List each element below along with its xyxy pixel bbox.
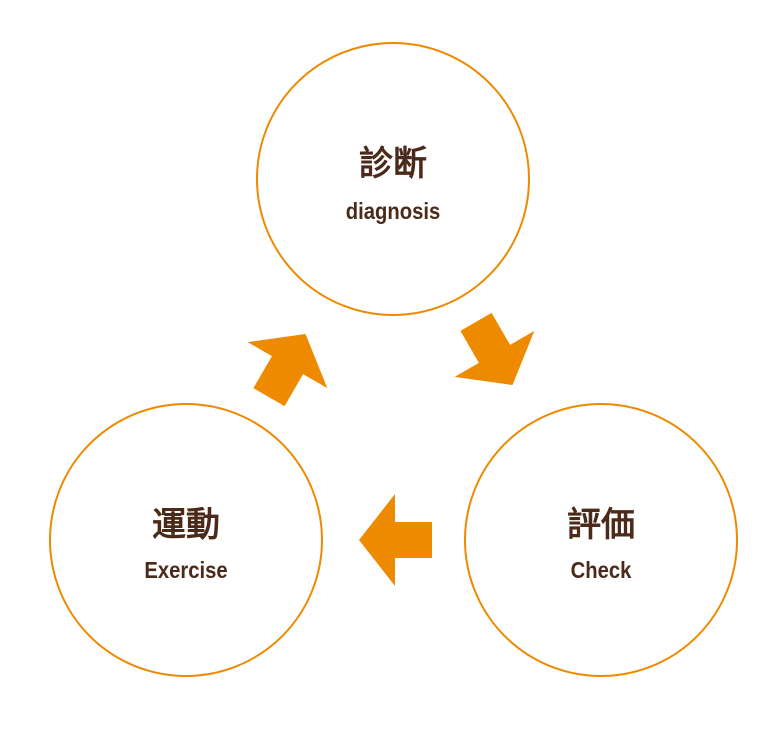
- node-subtitle: Check: [570, 557, 632, 583]
- node-subtitle: diagnosis: [345, 198, 441, 224]
- node-exercise: 運動 Exercise: [49, 403, 323, 677]
- arrow-check-to-exercise: [359, 494, 432, 586]
- node-title: 運動: [152, 505, 220, 545]
- arrow-diagnosis-to-check: [454, 312, 535, 386]
- node-check: 評価 Check: [464, 403, 738, 677]
- node-subtitle: Exercise: [144, 557, 228, 583]
- node-title: 評価: [567, 505, 635, 545]
- arrow-exercise-to-diagnosis: [247, 333, 328, 407]
- node-diagnosis: 診断 diagnosis: [256, 42, 530, 316]
- node-title: 診断: [359, 144, 427, 184]
